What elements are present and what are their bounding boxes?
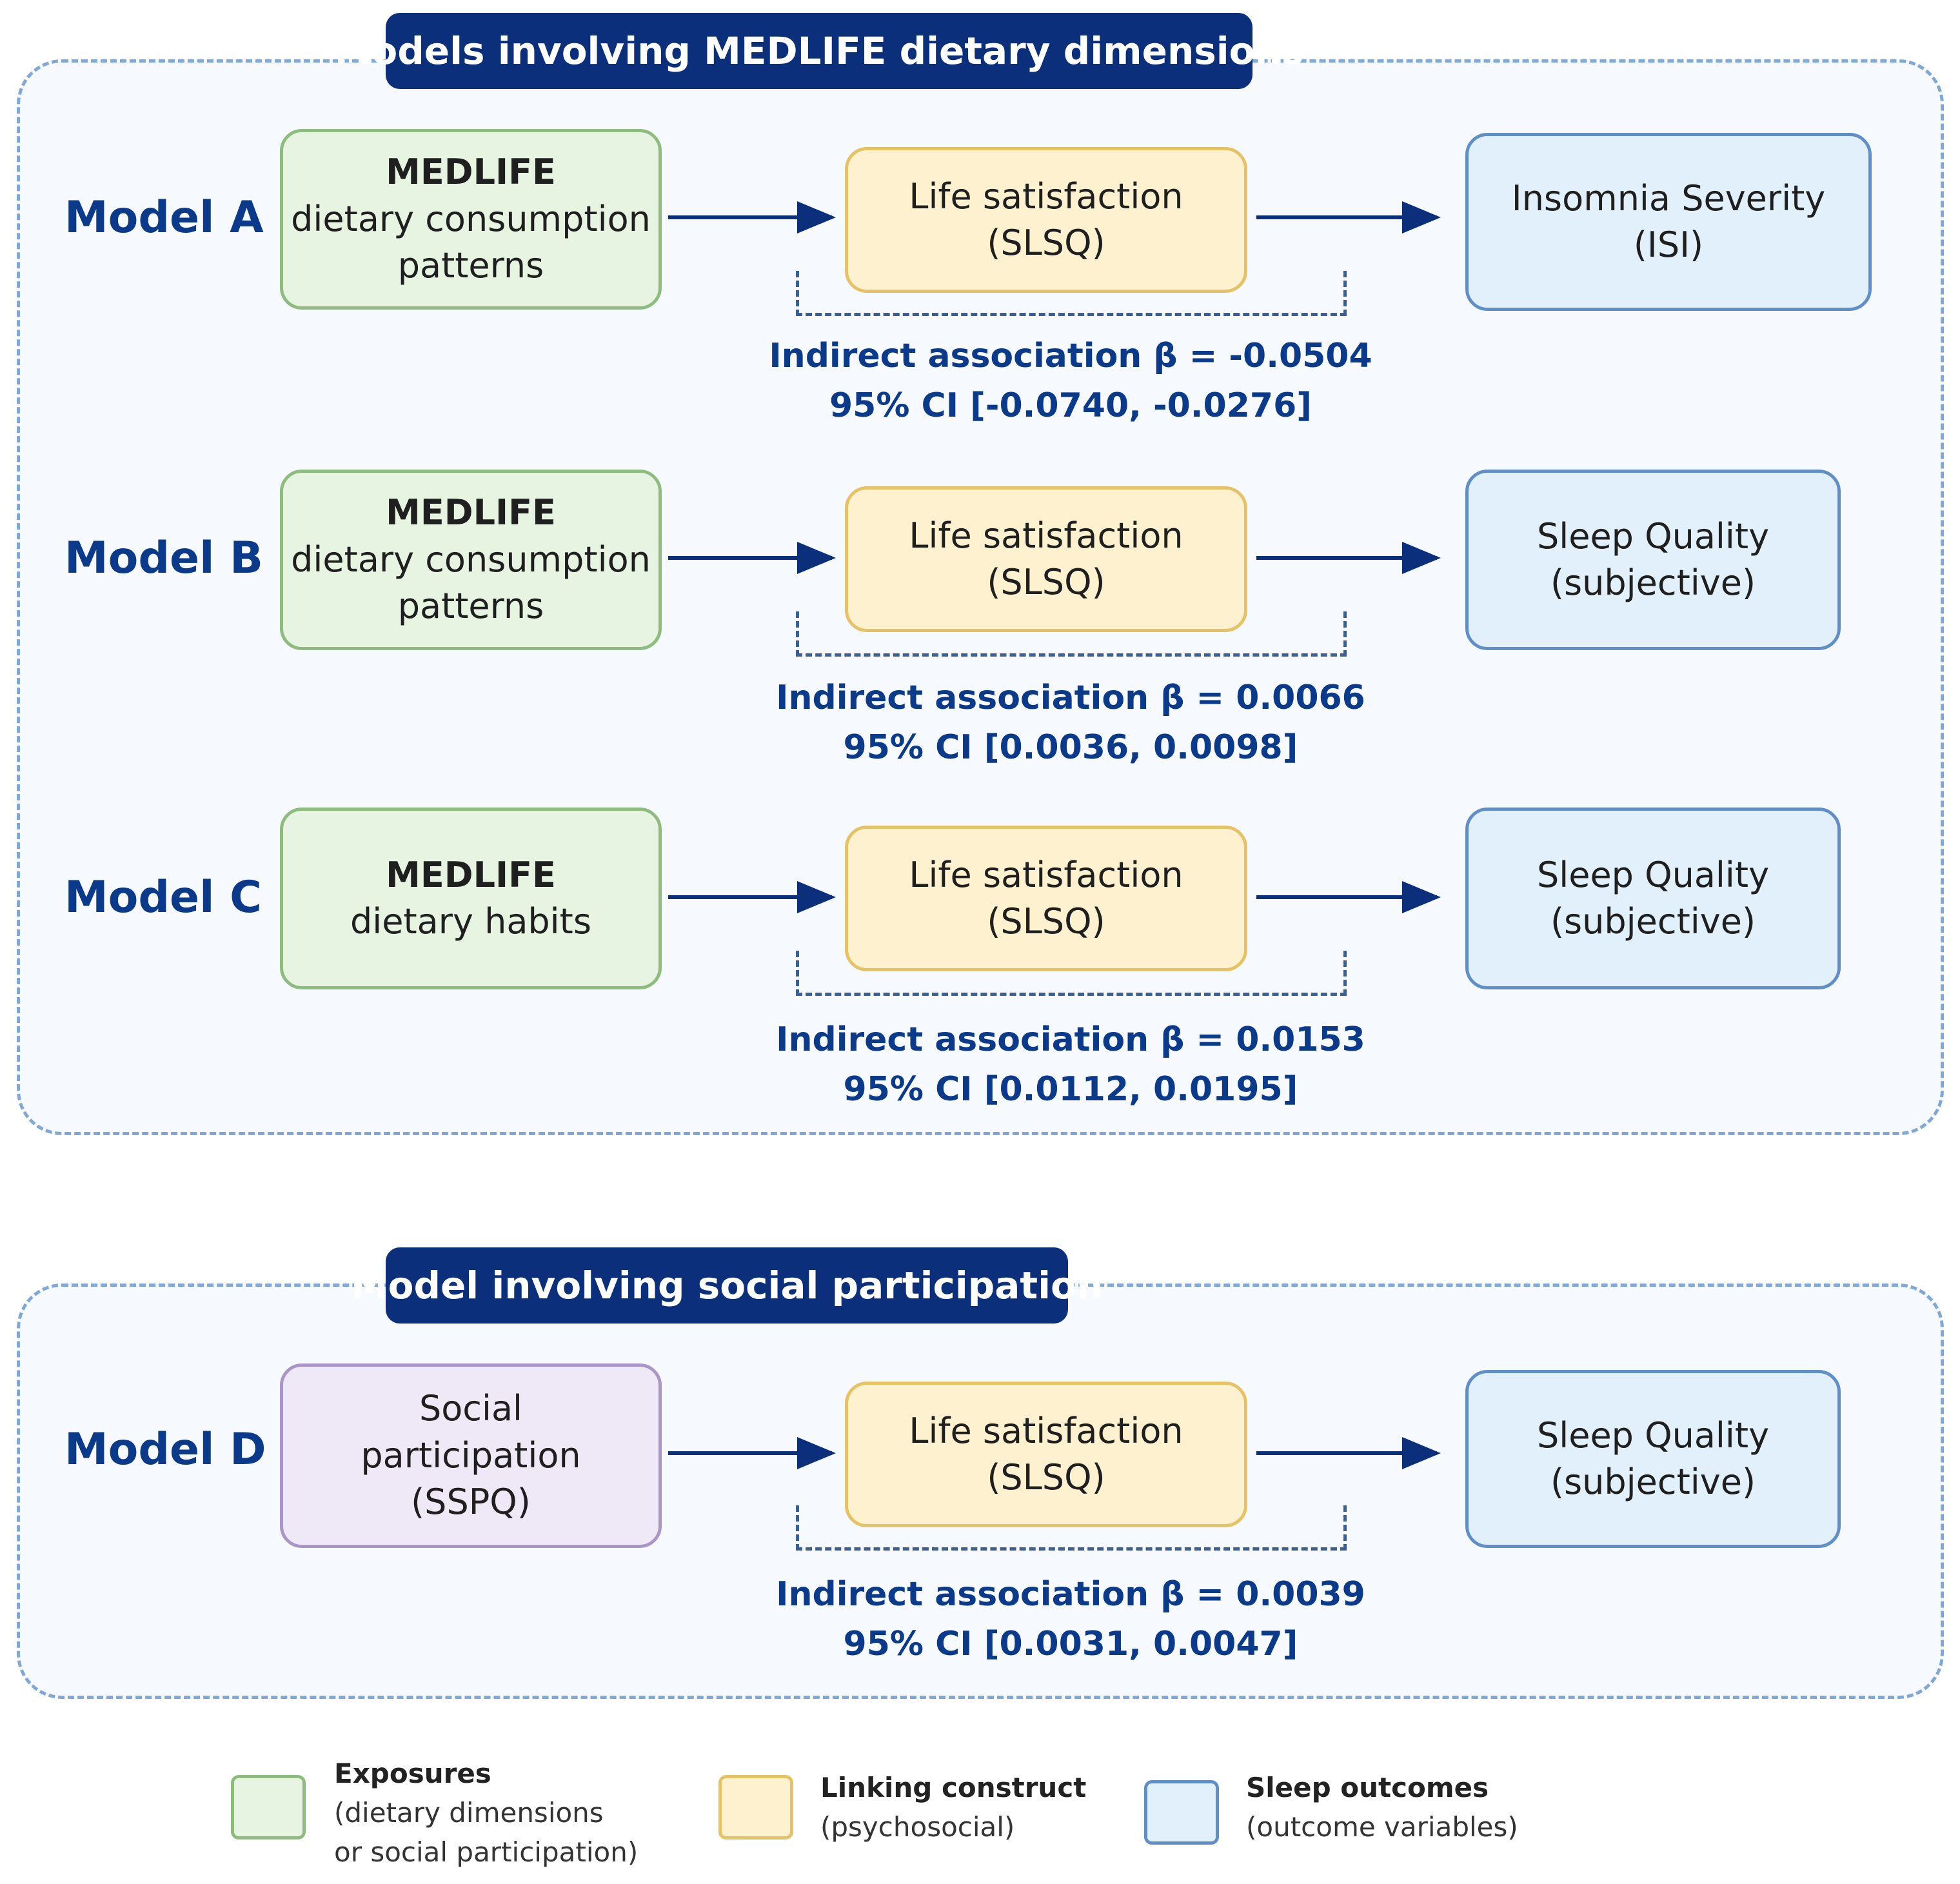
model-d-exposure-line-3: (SSPQ): [411, 1482, 531, 1523]
model-d-exposure-line-1: Social: [419, 1388, 523, 1429]
model-b-indirect-stats: Indirect association β = 0.0066 95% CI […: [748, 673, 1393, 773]
model-c-mediator-box: Life satisfaction (SLSQ): [845, 826, 1247, 971]
model-d-mediator-box: Life satisfaction (SLSQ): [845, 1382, 1247, 1527]
legend-exposures-swatch: [231, 1775, 306, 1839]
model-b-arrow-exposure-to-mediator: [668, 542, 836, 574]
model-c-outcome-line-1: Sleep Quality: [1536, 854, 1770, 895]
model-d-outcome-box: Sleep Quality (subjective): [1465, 1370, 1841, 1548]
model-a-exposure-box: MEDLIFE dietary consumption patterns: [280, 129, 662, 310]
model-a-exposure-line-3: patterns: [397, 245, 544, 286]
model-a-outcome-line-2: (ISI): [1633, 224, 1704, 265]
model-a-indirect-bracket: [796, 271, 1347, 316]
model-a-outcome-box: Insomnia Severity (ISI): [1465, 133, 1872, 311]
model-c-exposure-line-1: MEDLIFE: [386, 854, 556, 895]
model-b-outcome-line-2: (subjective): [1550, 562, 1756, 603]
legend-outcomes: Sleep outcomes (outcome variables): [1246, 1769, 1518, 1847]
model-b-exposure-line-3: patterns: [397, 586, 544, 627]
model-c-exposure-line-2: dietary habits: [350, 901, 591, 942]
model-b-mediator-line-2: (SLSQ): [987, 562, 1105, 602]
legend-linking: Linking construct (psychosocial): [820, 1769, 1086, 1847]
model-b-label: Model B: [64, 533, 263, 584]
legend-linking-sub: (psychosocial): [820, 1810, 1015, 1843]
model-b-indirect-beta: Indirect association β = 0.0066: [776, 679, 1365, 717]
model-a-ci: 95% CI [-0.0740, -0.0276]: [829, 386, 1312, 425]
model-c-arrow-exposure-to-mediator: [668, 881, 836, 913]
legend-exposures: Exposures (dietary dimensions or social …: [334, 1754, 638, 1872]
model-c-indirect-beta: Indirect association β = 0.0153: [776, 1020, 1365, 1059]
model-a-mediator-line-1: Life satisfaction: [909, 175, 1183, 217]
medlife-panel-title: Models involving MEDLIFE dietary dimensi…: [335, 13, 1303, 89]
model-d-ci: 95% CI [0.0031, 0.0047]: [843, 1624, 1298, 1663]
legend-outcomes-swatch: [1144, 1780, 1219, 1845]
model-d-mediator-line-1: Life satisfaction: [909, 1410, 1183, 1451]
model-b-exposure-line-2: dietary consumption: [291, 539, 651, 580]
model-a-indirect-stats: Indirect association β = -0.0504 95% CI …: [748, 332, 1393, 431]
model-c-indirect-bracket: [796, 951, 1347, 996]
legend-outcomes-sub: (outcome variables): [1246, 1810, 1518, 1843]
legend-linking-title: Linking construct: [820, 1772, 1087, 1803]
model-c-ci: 95% CI [0.0112, 0.0195]: [843, 1069, 1298, 1109]
model-a-label: Model A: [64, 192, 264, 243]
model-d-indirect-stats: Indirect association β = 0.0039 95% CI […: [748, 1570, 1393, 1669]
model-d-outcome-line-2: (subjective): [1550, 1462, 1756, 1502]
model-d-label: Model D: [64, 1424, 266, 1475]
model-a-mediator-line-2: (SLSQ): [987, 223, 1105, 263]
model-c-arrow-mediator-to-outcome: [1256, 881, 1441, 913]
model-c-mediator-line-2: (SLSQ): [987, 901, 1105, 942]
model-a-indirect-beta: Indirect association β = -0.0504: [769, 337, 1372, 375]
model-a-arrow-mediator-to-outcome: [1256, 201, 1441, 233]
social-panel-title: Model involving social participation: [351, 1247, 1103, 1324]
model-d-indirect-beta: Indirect association β = 0.0039: [776, 1575, 1365, 1614]
model-d-exposure-box: Social participation (SSPQ): [280, 1363, 662, 1548]
model-d-outcome-line-1: Sleep Quality: [1536, 1414, 1770, 1456]
model-b-outcome-box: Sleep Quality (subjective): [1465, 470, 1841, 650]
model-c-indirect-stats: Indirect association β = 0.0153 95% CI […: [748, 1015, 1393, 1115]
model-c-outcome-line-2: (subjective): [1550, 901, 1756, 942]
model-b-ci: 95% CI [0.0036, 0.0098]: [843, 728, 1298, 767]
model-a-outcome-line-1: Insomnia Severity: [1511, 177, 1826, 219]
legend-outcomes-title: Sleep outcomes: [1246, 1772, 1489, 1803]
model-c-exposure-box: MEDLIFE dietary habits: [280, 808, 662, 989]
legend-linking-swatch: [718, 1775, 793, 1839]
model-c-label: Model C: [64, 872, 262, 923]
model-b-mediator-box: Life satisfaction (SLSQ): [845, 486, 1247, 632]
legend-exposures-sub-1: (dietary dimensions: [334, 1796, 604, 1829]
model-a-exposure-line-2: dietary consumption: [291, 198, 651, 239]
model-d-indirect-bracket: [796, 1505, 1347, 1551]
model-a-exposure-line-1: MEDLIFE: [386, 152, 556, 193]
model-d-arrow-exposure-to-mediator: [668, 1437, 836, 1469]
model-b-arrow-mediator-to-outcome: [1256, 542, 1441, 574]
model-a-mediator-box: Life satisfaction (SLSQ): [845, 147, 1247, 293]
model-b-mediator-line-1: Life satisfaction: [909, 515, 1183, 556]
model-a-arrow-exposure-to-mediator: [668, 201, 836, 233]
model-d-exposure-line-2: participation: [361, 1434, 581, 1476]
model-d-arrow-mediator-to-outcome: [1256, 1437, 1441, 1469]
model-b-exposure-line-1: MEDLIFE: [386, 492, 556, 533]
model-b-exposure-box: MEDLIFE dietary consumption patterns: [280, 470, 662, 650]
model-c-outcome-box: Sleep Quality (subjective): [1465, 808, 1841, 989]
model-c-mediator-line-1: Life satisfaction: [909, 854, 1183, 895]
legend-exposures-title: Exposures: [334, 1758, 491, 1789]
model-b-indirect-bracket: [796, 611, 1347, 657]
legend-exposures-sub-2: or social participation): [334, 1836, 638, 1868]
model-d-mediator-line-2: (SLSQ): [987, 1457, 1105, 1498]
model-b-outcome-line-1: Sleep Quality: [1536, 515, 1770, 557]
